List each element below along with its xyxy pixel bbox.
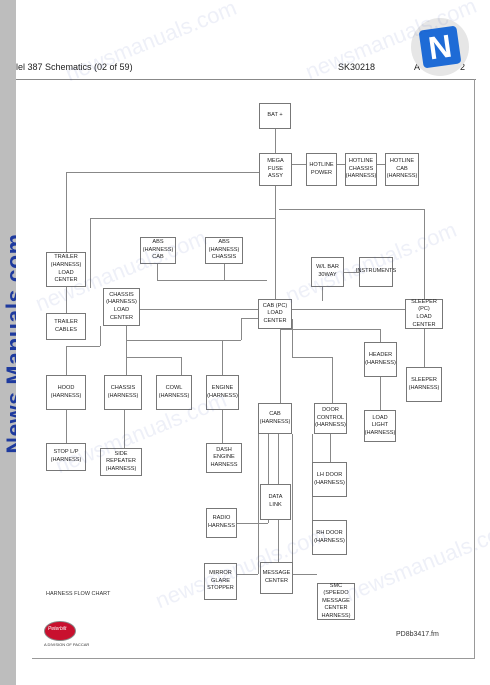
drawing-code: PD8b3417.fm — [396, 631, 439, 638]
mega-fuse-box: MEGA FUSE ASSY — [259, 153, 292, 186]
connector-line — [157, 280, 267, 281]
side-repeater-box: SIDE REPEATER (HARNESS) — [100, 448, 142, 476]
abs-chassis-box: ABS (HARNESS) CHASSIS — [205, 237, 243, 264]
door-control-box: DOOR CONTROL (HARNESS) — [314, 403, 347, 434]
connector-line — [292, 434, 293, 574]
cab-load-center-box: CAB (PC) LOAD CENTER — [258, 299, 292, 329]
connector-line — [330, 434, 331, 462]
connector-line — [380, 329, 381, 342]
connector-line — [66, 287, 67, 313]
connector-line — [292, 357, 332, 358]
connector-line — [424, 329, 425, 367]
connector-line — [66, 410, 67, 443]
connector-line — [181, 357, 182, 375]
connector-line — [237, 574, 258, 575]
instruments-box: INSTRUMENTS — [356, 257, 396, 287]
connector-line — [138, 309, 258, 310]
header-rule — [16, 79, 476, 80]
mirror-glare-stopper-box: MIRROR GLARE STOPPER — [204, 563, 237, 600]
connector-line — [237, 523, 268, 524]
doc-number: SK30218 — [338, 62, 376, 72]
trailer-cables-box: TRAILER CABLES — [46, 313, 86, 340]
load-light-box: LOAD LIGHT (HARNESS) — [364, 410, 396, 442]
radio-harness-box: RADIO HARNESS — [206, 508, 237, 538]
revision-right: 2 — [460, 62, 466, 72]
connector-line — [278, 434, 279, 484]
connector-line — [126, 340, 241, 341]
connector-line — [90, 218, 91, 288]
connector-line — [222, 410, 223, 443]
cowl-harness-box: COWL (HARNESS) — [156, 375, 192, 410]
hotline-power-box: HOTLINE POWER — [306, 153, 337, 186]
connector-line — [90, 218, 275, 219]
brand-logo — [44, 621, 76, 641]
connector-line — [222, 340, 223, 375]
stop-lp-harness-box: STOP L/P (HARNESS) — [46, 443, 86, 471]
connector-line — [292, 574, 317, 575]
connector-line — [268, 434, 269, 523]
connector-line — [279, 209, 424, 210]
page-border — [32, 658, 475, 659]
connector-line — [292, 319, 293, 357]
message-center-box: MESSAGE CENTER — [260, 562, 293, 594]
connector-line — [241, 318, 242, 340]
flow-chart-label: HARNESS FLOW CHART — [46, 591, 111, 597]
connector-line — [344, 272, 359, 273]
sleeper-harness-box: SLEEPER (HARNESS) — [406, 367, 442, 402]
data-link-box: DATA LINK — [260, 484, 291, 520]
connector-line — [66, 172, 259, 173]
connector-line — [241, 318, 258, 319]
lh-door-box: LH DOOR (HARNESS) — [312, 462, 347, 497]
schematic-page: lel 387 Schematics (02 of 59) SK30218 A … — [16, 0, 490, 685]
engine-harness-box: ENGINE (HARNESS) — [206, 375, 239, 410]
connector-line — [278, 520, 279, 562]
abs-cab-box: ABS (HARNESS) CAB — [140, 237, 176, 264]
connector-line — [258, 434, 259, 574]
cab-harness-box: CAB (HARNESS) — [258, 403, 292, 434]
connector-line — [280, 329, 380, 330]
revision-left: A — [414, 62, 421, 72]
connector-line — [124, 410, 125, 448]
page-title: lel 387 Schematics (02 of 59) — [16, 62, 133, 72]
connector-line — [380, 377, 381, 410]
brand-logo-text: Peterbilt — [48, 626, 67, 632]
page-border — [474, 79, 475, 659]
connector-line — [424, 209, 425, 299]
wl-bar-box: W/L BAR 30WAY — [311, 257, 344, 287]
hood-harness-box: HOOD (HARNESS) — [46, 375, 86, 410]
chassis-load-center-box: CHASSIS (HARNESS) LOAD CENTER — [103, 288, 140, 326]
connector-line — [280, 329, 281, 403]
smc-speedo-box: SMC (SPEEDO MESSAGE CENTER HARNESS) — [317, 583, 355, 620]
trailer-load-center-box: TRAILER (HARNESS) LOAD CENTER — [46, 252, 86, 287]
rh-door-box: RH DOOR (HARNESS) — [312, 520, 347, 555]
connector-line — [126, 326, 127, 375]
connector-line — [66, 346, 100, 347]
connector-line — [224, 264, 225, 280]
connector-line — [126, 357, 181, 358]
dash-engine-box: DASH ENGINE HARNESS — [206, 443, 242, 473]
chassis-harness-box: CHASSIS (HARNESS) — [104, 375, 142, 410]
connector-line — [275, 186, 276, 299]
connector-line — [66, 346, 67, 375]
connector-line — [100, 326, 101, 346]
header-harness-box: HEADER (HARNESS) — [364, 342, 397, 377]
hotline-cab-box: HOTLINE CAB (HARNESS) — [385, 153, 419, 186]
connector-line — [292, 309, 405, 310]
sleeper-load-center-box: SLEEPER (PC) LOAD CENTER — [405, 299, 443, 329]
connector-line — [332, 357, 333, 403]
site-logo: N — [411, 18, 469, 76]
connector-line — [157, 264, 158, 280]
brand-tagline: A DIVISION OF PACCAR — [44, 642, 90, 647]
bat-plus-box: BAT + — [259, 103, 291, 129]
connector-line — [66, 172, 67, 252]
side-banner — [0, 0, 16, 685]
hotline-chassis-box: HOTLINE CHASSIS (HARNESS) — [345, 153, 377, 186]
connector-line — [275, 129, 276, 153]
